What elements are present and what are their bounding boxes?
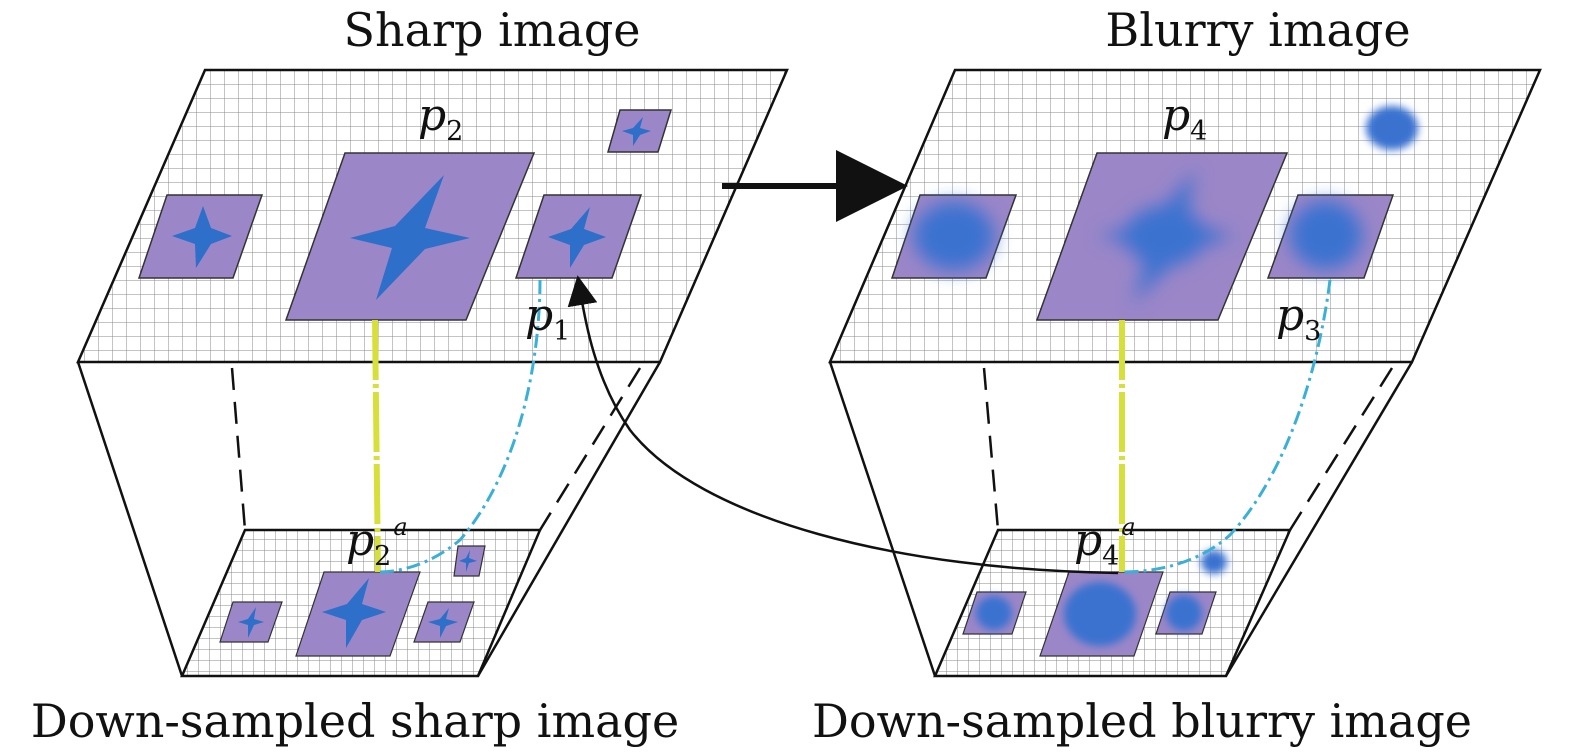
guide-line-p3 [1121,279,1332,574]
blurry-pyramid [828,68,1542,678]
star-shape [622,117,651,146]
caption-downsampled-blurry: Down-sampled blurry image [812,694,1472,748]
frame-edge-hidden [982,367,1000,531]
sharp-pyramid [76,68,789,678]
star-shape [548,207,606,268]
frame-edge-hidden [538,367,642,531]
blurred-star [914,202,994,270]
frame-edge [1224,361,1414,677]
blurred-small-patch [1201,550,1227,574]
frame-edge [828,361,937,677]
frame-edge-hidden [230,367,247,531]
label-p2-a: p2a [346,513,408,572]
blurred-star [1064,582,1136,646]
guide-line-p1 [377,279,542,574]
star-shape [428,608,458,638]
label-p4-a: p4a [1074,513,1136,572]
blurred-star [1290,201,1362,269]
caption-sharp-image: Sharp image [343,3,640,57]
label-p2: p2 [418,90,463,147]
label-p3: p3 [1276,290,1321,347]
blurred-star [976,596,1012,630]
star-shape [238,607,264,638]
label-p4: p4 [1162,90,1207,147]
caption-downsampled-sharp: Down-sampled sharp image [31,694,679,748]
blurred-small-patch [1366,106,1418,150]
star-shape [350,175,470,300]
label-p1: p1 [525,290,570,347]
frame-edge [476,361,662,677]
match-arrow [567,275,1119,575]
frame-edge [76,361,184,677]
star-shape [459,550,477,572]
star-shape [322,578,386,648]
caption-blurry-image: Blurry image [1105,3,1410,57]
guide-line-p2 [372,319,381,573]
star-shape [172,206,232,268]
blurred-star [1166,595,1202,631]
blurred-star [1098,170,1235,304]
